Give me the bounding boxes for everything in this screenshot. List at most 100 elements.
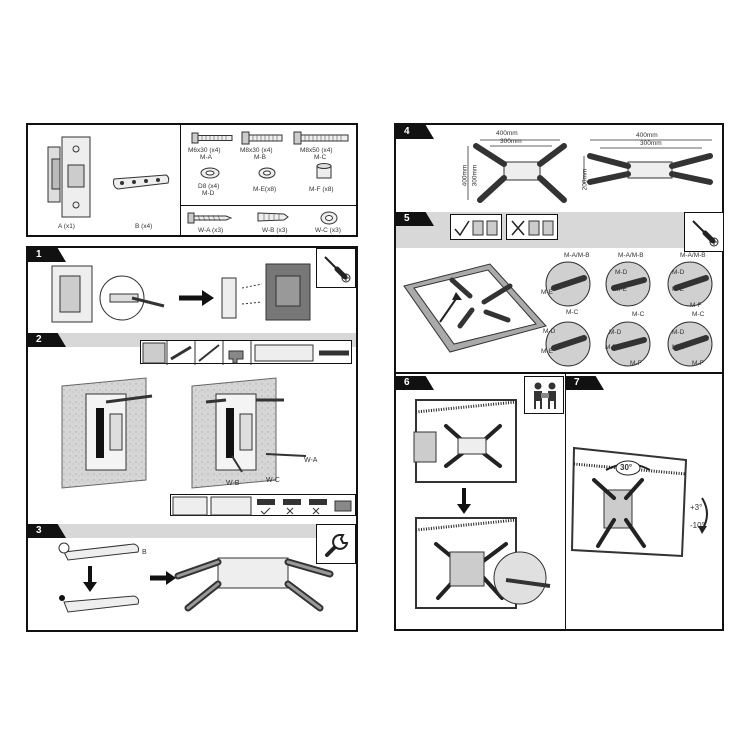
drill-tools-strip <box>140 340 352 365</box>
arm-b-illustration <box>113 174 170 190</box>
step-2-check-strip <box>170 494 356 516</box>
step-4-w4-label: 300mm <box>640 140 662 147</box>
step-5-detail-circles <box>545 261 713 367</box>
washer-md-icon <box>200 167 220 179</box>
step-2-number: 2 <box>28 333 66 347</box>
step-2-wb-label: W-B <box>226 480 240 487</box>
cross-icon <box>511 220 554 236</box>
step-5-mc-label-2: M-C <box>632 311 645 318</box>
step-4-header: 4 <box>396 125 456 139</box>
step-7-illustration <box>570 446 708 558</box>
step-7-tilt-up-label: +3° <box>690 503 703 512</box>
screwdriver-tool-box <box>316 248 356 288</box>
step-5-me-label-5: M-E <box>605 344 617 351</box>
screwdriver-icon <box>324 256 351 283</box>
step-5-md-label-6: M-D <box>672 329 685 336</box>
washer-wc-icon <box>320 211 338 225</box>
step-5-md-label-5: M-D <box>609 329 622 336</box>
step-7-header: 7 <box>566 376 626 390</box>
part-mc-label: M-C <box>314 154 327 161</box>
detail-circle-1 <box>545 261 591 307</box>
check-icon <box>454 220 498 237</box>
step-5-tv-illustration <box>403 263 547 353</box>
wall-plate-a-illustration <box>47 136 91 218</box>
step-5-bottom-divider <box>394 372 724 374</box>
step-3-illustration <box>58 542 334 613</box>
step-5-mamb-label-1: M-A/M-B <box>564 252 590 259</box>
step-1-header: 1 <box>28 248 318 262</box>
step-2-wc-label: W-C <box>266 477 280 484</box>
screwdriver-tool-box-5 <box>684 212 724 252</box>
step-5-mamb-label-3: M-A/M-B <box>680 252 706 259</box>
step-5-md-label-1: M-D <box>615 269 628 276</box>
detail-circle-4 <box>545 321 591 367</box>
step-1-number: 1 <box>28 248 66 262</box>
parts-divider-h <box>180 205 358 206</box>
part-ma-label: M-A <box>200 154 212 161</box>
step-5-mf-label-3: M-F <box>692 360 704 367</box>
spacer-mf-icon <box>316 163 332 179</box>
step-5-me-label-4: M-E <box>541 348 553 355</box>
step-4-w3-label: 400mm <box>636 132 658 139</box>
step-5-mf-label-2: M-F <box>630 360 642 367</box>
detail-circle-5 <box>605 321 651 367</box>
step-5-md-label-2: M-D <box>672 269 685 276</box>
step-5-mamb-label-2: M-A/M-B <box>618 252 644 259</box>
anchor-wb-icon <box>257 212 289 222</box>
step-4-h1-label: 400mm <box>461 164 469 187</box>
step-4-h3-label: 200mm <box>581 168 589 191</box>
parts-list-panel: A (x1) B (x4) M6x30 (x4) M-A M8x30 (x4) … <box>26 123 358 237</box>
wrench-tool-box <box>316 524 356 564</box>
step-5-me-label-1: M-E <box>541 289 553 296</box>
step-3-number: 3 <box>28 524 66 538</box>
part-m8x50-label: M8x50 (x4) <box>300 147 333 154</box>
check-cross-icons <box>172 496 352 516</box>
two-person-box <box>524 376 564 414</box>
step-7-number: 7 <box>566 376 604 390</box>
step-4-w2-label: 300mm <box>500 138 522 145</box>
step-5-check-box <box>450 214 502 240</box>
detail-circle-6 <box>667 321 713 367</box>
tools-icons <box>142 341 349 365</box>
part-mf-label: M-F (x8) <box>309 186 334 193</box>
step-4-number: 4 <box>396 125 434 139</box>
part-a-label: A (x1) <box>58 223 75 230</box>
step-6-header: 6 <box>396 376 526 390</box>
part-md-label: M-D <box>202 190 215 197</box>
step-4-w1-label: 400mm <box>496 130 518 137</box>
step-7-angle-label: 30° <box>620 463 633 472</box>
screw-ma-icon <box>191 132 233 144</box>
step-5-me-label-2: M-E <box>615 286 627 293</box>
washer-me-icon <box>258 167 276 179</box>
part-d8-label: D8 (x4) <box>198 183 220 190</box>
two-person-icon <box>534 382 556 409</box>
part-m8x30-label: M8x30 (x4) <box>240 147 273 154</box>
step-5-mc-label-3: M-C <box>692 311 705 318</box>
parts-divider <box>180 125 181 235</box>
step-4-h2-label: 300mm <box>471 164 479 187</box>
step-4-illustration <box>467 139 713 203</box>
step-5-number: 5 <box>396 212 434 226</box>
screw-mc-icon <box>293 131 349 145</box>
step-2-wa-label: W-A <box>304 457 318 464</box>
step-3-b-label: B <box>142 549 147 556</box>
step-5-cross-box <box>506 214 558 240</box>
step-5-mf-label-1: M-F <box>690 302 702 309</box>
part-wb-label: W-B (x3) <box>262 227 288 234</box>
part-wa-label: W-A (x3) <box>198 227 224 234</box>
wrench-icon <box>325 534 349 557</box>
step-7-tilt-down-label: -10° <box>690 521 705 530</box>
detail-circle-3 <box>667 261 713 307</box>
screwdriver-icon <box>692 220 719 247</box>
step-5-md-label-4: M-D <box>543 328 556 335</box>
lag-bolt-wa-icon <box>187 212 233 224</box>
detail-circle-2 <box>605 261 651 307</box>
step-1-illustration <box>51 263 311 323</box>
part-mb-label: M-B <box>254 154 266 161</box>
part-b-label: B (x4) <box>135 223 153 230</box>
step-5-mc-label-1: M-C <box>566 309 579 316</box>
step-6-illustration <box>413 399 551 609</box>
step-2-illustration <box>61 377 307 489</box>
step-3-header: 3 <box>28 524 318 538</box>
part-me-label: M-E(x8) <box>253 186 277 193</box>
